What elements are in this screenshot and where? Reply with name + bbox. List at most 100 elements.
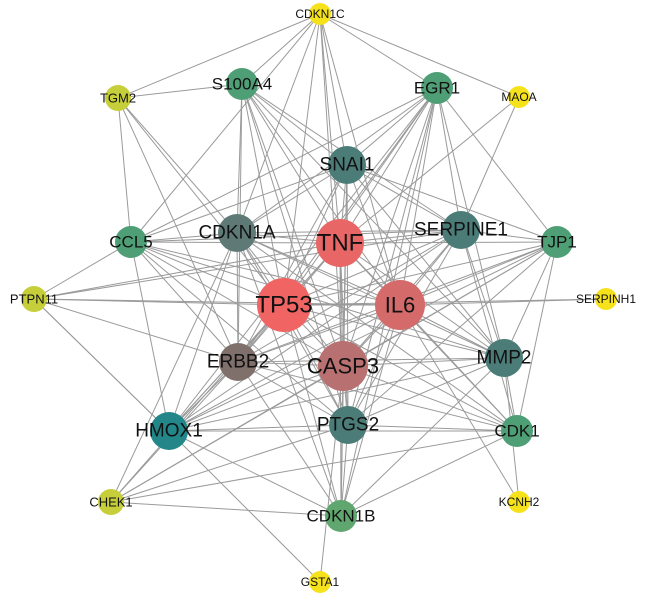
- node-mmp2: MMP2: [477, 339, 532, 377]
- node-label-mmp2: MMP2: [477, 348, 532, 369]
- edge-cdkn1a-tgm2: [117, 97, 238, 234]
- edge-tgm2-cdkn1c: [117, 13, 321, 99]
- node-label-ptgs2: PTGS2: [317, 415, 379, 436]
- edge-s100a4-tgm2: [117, 83, 243, 99]
- edge-hmox1-ccl5: [130, 241, 170, 432]
- edge-tp53-egr1: [283, 87, 438, 306]
- node-label-cdkn1a: CDKN1A: [198, 223, 275, 244]
- node-label-serpinh1: SERPINH1: [576, 292, 636, 306]
- node-circle-hmox1: [150, 412, 188, 450]
- edge-serpine1-mmp2: [460, 229, 505, 359]
- edge-snai1-mmp2: [346, 164, 505, 359]
- node-circle-cdk1: [501, 415, 533, 447]
- node-circle-gsta1: [309, 571, 331, 593]
- node-circle-ptgs2: [329, 406, 367, 444]
- node-circle-casp3: [318, 341, 368, 391]
- node-layer: TP53TNFIL6CASP3ERBB2CDKN1ASNAI1SERPINE1M…: [10, 3, 636, 593]
- edge-ccl5-ptpn11: [33, 241, 132, 300]
- edge-mmp2-hmox1: [168, 357, 505, 432]
- edge-il6-serpinh1: [399, 298, 607, 306]
- edge-tnf-ptpn11: [33, 242, 341, 300]
- node-circle-tgm2: [105, 85, 131, 111]
- node-cdk1: CDK1: [494, 415, 540, 447]
- edge-hmox1-cdkn1b: [168, 430, 342, 517]
- edge-egr1-cdkn1c: [319, 13, 438, 89]
- node-label-ptpn11: PTPN11: [10, 292, 58, 307]
- edge-casp3-cdkn1c: [319, 13, 344, 367]
- node-circle-s100a4: [226, 68, 258, 100]
- edge-erbb2-serpine1: [237, 229, 462, 363]
- edge-egr1-ccl5: [130, 87, 438, 243]
- node-label-tgm2: TGM2: [100, 91, 136, 106]
- node-circle-cdkn1b: [325, 500, 357, 532]
- edge-cdkn1a-hmox1: [168, 232, 238, 432]
- edge-tp53-tjp1: [283, 241, 558, 306]
- edge-cdk1-cdkn1b: [340, 430, 518, 517]
- edge-snai1-egr1: [346, 87, 438, 166]
- edge-hmox1-egr1: [168, 87, 438, 432]
- node-cdkn1b: CDKN1B: [307, 500, 376, 532]
- edge-cdkn1a-chek1: [110, 232, 238, 503]
- edge-tp53-cdk1: [283, 304, 518, 432]
- edge-casp3-gsta1: [319, 365, 344, 583]
- node-hmox1: HMOX1: [135, 412, 203, 450]
- edge-tp53-tgm2: [117, 97, 285, 306]
- edge-serpine1-hmox1: [168, 229, 462, 432]
- node-circle-erbb2: [219, 343, 257, 381]
- edge-tnf-hmox1: [168, 242, 341, 432]
- edge-hmox1-tjp1: [168, 241, 558, 432]
- edge-snai1-serpine1: [346, 164, 462, 231]
- edge-tp53-ccl5: [130, 241, 285, 306]
- node-label-s100a4: S100A4: [212, 75, 273, 94]
- edge-erbb2-cdkn1b: [237, 361, 342, 517]
- edge-tjp1-cdk1: [516, 241, 558, 432]
- edge-ptgs2-hmox1: [168, 424, 349, 432]
- node-label-maoa: MAOA: [501, 90, 536, 104]
- edge-cdkn1a-cdkn1c: [236, 13, 321, 234]
- node-label-ccl5: CCL5: [109, 233, 152, 252]
- node-gsta1: GSTA1: [301, 571, 340, 593]
- node-circle-serpinh1: [595, 288, 617, 310]
- node-circle-mmp2: [485, 339, 523, 377]
- node-circle-tnf: [316, 219, 364, 267]
- node-circle-serpine1: [442, 211, 480, 249]
- node-circle-kcnh2: [508, 491, 530, 513]
- edge-serpine1-ccl5: [130, 229, 462, 243]
- node-chek1: CHEK1: [89, 489, 133, 515]
- node-snai1: SNAI1: [320, 146, 375, 184]
- edge-il6-erbb2: [237, 304, 401, 363]
- edge-cdkn1b-chek1: [110, 501, 342, 517]
- node-label-il6: IL6: [385, 293, 416, 318]
- node-label-snai1: SNAI1: [320, 155, 375, 176]
- node-erbb2: ERBB2: [207, 343, 269, 381]
- edge-snai1-s100a4: [241, 83, 348, 166]
- node-tjp1: TJP1: [537, 226, 577, 258]
- node-ccl5: CCL5: [109, 226, 153, 258]
- edge-snai1-ccl5: [130, 164, 348, 243]
- edge-cdk1-chek1: [110, 430, 518, 503]
- node-ptgs2: PTGS2: [317, 406, 379, 444]
- node-label-kcnh2: KCNH2: [499, 495, 540, 509]
- edge-ptgs2-ccl5: [130, 241, 349, 426]
- node-casp3: CASP3: [307, 341, 379, 391]
- edge-il6-cdkn1b: [340, 304, 401, 517]
- edge-il6-kcnh2: [399, 304, 520, 503]
- node-circle-snai1: [328, 146, 366, 184]
- edge-il6-cdkn1a: [236, 232, 401, 306]
- node-label-cdkn1b: CDKN1B: [307, 507, 376, 526]
- node-label-serpine1: SERPINE1: [414, 220, 508, 241]
- node-label-chek1: CHEK1: [89, 495, 132, 510]
- edge-mmp2-ccl5: [130, 241, 505, 359]
- node-label-erbb2: ERBB2: [207, 352, 269, 373]
- edge-ptpn11-hmox1: [33, 298, 170, 432]
- node-tgm2: TGM2: [100, 85, 136, 111]
- edge-egr1-tjp1: [436, 87, 558, 243]
- node-serpine1: SERPINE1: [414, 211, 508, 249]
- node-label-egr1: EGR1: [414, 79, 460, 98]
- node-cdkn1c: CDKN1C: [295, 3, 345, 25]
- node-label-casp3: CASP3: [307, 354, 379, 379]
- edge-mmp2-s100a4: [241, 83, 505, 359]
- node-tp53: TP53: [255, 278, 313, 332]
- node-circle-cdkn1c: [309, 3, 331, 25]
